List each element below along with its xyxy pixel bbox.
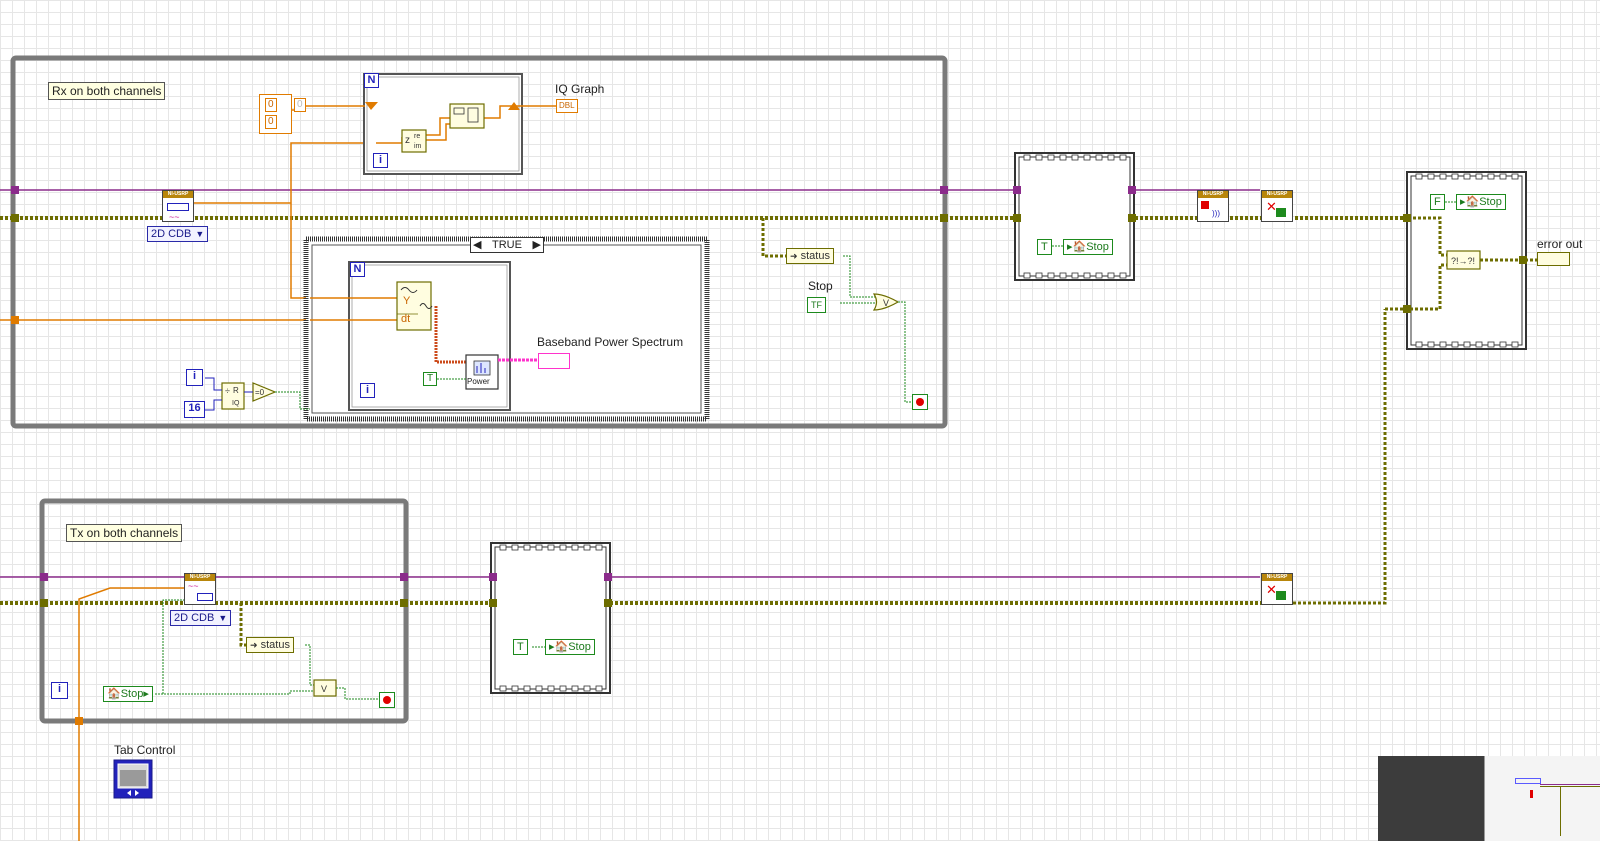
waveform-wire[interactable] xyxy=(434,306,466,364)
iq-graph-terminal[interactable]: DBL xyxy=(556,99,578,113)
tx-usrp-header: NI-USRP xyxy=(185,574,215,581)
merge-error-wire-2[interactable] xyxy=(1385,263,1447,311)
tab-control-label: Tab Control xyxy=(114,743,176,757)
svg-text:V: V xyxy=(321,684,327,694)
rx-mid-true-constant[interactable]: T xyxy=(1037,239,1052,255)
tx-loop-iter-terminal[interactable]: i xyxy=(51,682,68,699)
navigation-thumbnail[interactable] xyxy=(1484,756,1600,841)
iq-reim-wire[interactable] xyxy=(426,117,450,136)
rx-usrp-header: NI-USRP xyxy=(163,191,193,198)
rx-numeric-branch[interactable] xyxy=(290,142,365,203)
iq-reim-wire2[interactable] xyxy=(426,123,450,141)
tx-stop-local-read[interactable]: 🏠Stop▸ xyxy=(103,686,153,702)
merge-error-wire-1[interactable] xyxy=(1403,216,1447,257)
svg-text:z: z xyxy=(405,135,410,146)
svg-text:im: im xyxy=(414,143,422,150)
rx-usrp-fetch-node[interactable]: NI-USRP ~~ xyxy=(162,190,194,222)
iq-loop-count-terminal[interactable]: N xyxy=(364,73,379,88)
waveform-dt-label: dt xyxy=(401,313,411,325)
svg-text:V: V xyxy=(883,298,889,308)
iq-loop-iter-terminal[interactable]: i xyxy=(373,153,388,168)
tx-status-unbundle[interactable]: ➜ status xyxy=(246,637,294,653)
tx-usrp-write-node[interactable]: NI-USRP ~~ xyxy=(184,573,216,605)
array-const-row-0[interactable]: 0 xyxy=(265,98,277,112)
power-node-label: Power xyxy=(467,377,490,386)
rx-status-unbundle[interactable]: ➜ status xyxy=(786,248,834,264)
error-out-label: error out xyxy=(1537,237,1583,251)
rx-usrp-close-header: NI-USRP xyxy=(1262,191,1292,198)
tx-iq-dtype-selector[interactable]: 2D CDB▼ xyxy=(170,610,232,626)
rx-stop-terminal[interactable]: TF xyxy=(807,297,826,313)
tx-usrp-close-node[interactable]: NI-USRP ✕ xyxy=(1261,573,1293,605)
iq-right-tunnel-icon xyxy=(508,102,520,110)
tx-stop-sequence-frame[interactable] xyxy=(490,542,611,694)
tx-loop-stop-condition[interactable] xyxy=(379,692,395,708)
array-index-const[interactable]: 0 xyxy=(294,98,306,112)
final-false-constant[interactable]: F xyxy=(1430,194,1445,210)
tx-mid-stop-local[interactable]: ▸🏠Stop xyxy=(545,639,595,655)
svg-text:IQ: IQ xyxy=(232,400,240,407)
waveform-y-label: Y xyxy=(403,295,411,307)
rx-usrp-close-node[interactable]: NI-USRP ✕ xyxy=(1261,190,1293,222)
or-gate-node[interactable] xyxy=(872,293,900,311)
rx-stop-label: Stop xyxy=(808,279,833,293)
power-true-constant[interactable]: T xyxy=(423,372,438,386)
spectrum-terminal[interactable] xyxy=(538,353,570,369)
error-out-terminal[interactable] xyxy=(1537,252,1570,266)
build-waveform-node[interactable] xyxy=(396,281,432,331)
rx-iq-dtype-selector[interactable]: 2D CDB▼ xyxy=(147,226,209,242)
spectrum-loop-count-terminal[interactable]: N xyxy=(350,262,365,277)
rx-loop-iter-terminal[interactable]: i xyxy=(186,369,203,386)
usrp-abort-header: NI-USRP xyxy=(1198,191,1228,198)
final-stop-local[interactable]: ▸🏠Stop xyxy=(1456,194,1506,210)
const-16[interactable]: 16 xyxy=(184,401,205,418)
svg-text:re: re xyxy=(414,133,420,140)
case-selector[interactable]: ◀TRUE▶ xyxy=(470,237,544,253)
usrp-abort-node[interactable]: NI-USRP ))) xyxy=(1197,190,1229,222)
spectrum-loop-iter-terminal[interactable]: i xyxy=(360,383,375,398)
tx-comment: Tx on both channels xyxy=(66,524,183,542)
iq-out-wire[interactable] xyxy=(483,105,556,119)
iq-for-loop[interactable] xyxy=(363,73,523,175)
rx-stop-sequence-frame[interactable] xyxy=(1014,152,1135,281)
array-const-row-1[interactable]: 0 xyxy=(265,115,277,129)
tx-mid-true-constant[interactable]: T xyxy=(513,639,528,655)
rx-loop-stop-condition[interactable] xyxy=(912,394,928,410)
rx-mid-stop-local[interactable]: ▸🏠Stop xyxy=(1063,239,1113,255)
rx-comment: Rx on both channels xyxy=(48,82,166,100)
tx-while-loop[interactable] xyxy=(39,498,409,724)
iq-left-tunnel-icon xyxy=(365,102,378,110)
re-im-to-complex-node[interactable] xyxy=(401,129,427,153)
rx-while-loop[interactable] xyxy=(10,55,948,429)
tx-usrp-close-header: NI-USRP xyxy=(1262,574,1292,581)
build-array-node[interactable] xyxy=(449,103,485,129)
svg-text:?!→?!: ?!→?! xyxy=(1451,256,1475,266)
svg-text:=0: =0 xyxy=(255,388,265,397)
svg-text:R: R xyxy=(233,386,239,395)
tx-status-branch[interactable] xyxy=(239,603,246,647)
svg-text:÷: ÷ xyxy=(225,386,230,396)
spectrum-label: Baseband Power Spectrum xyxy=(537,335,684,349)
quotient-remainder-node[interactable] xyxy=(221,382,245,410)
tx-orange-wire[interactable] xyxy=(78,587,184,841)
navigation-thumbnail-backdrop xyxy=(1378,756,1484,841)
status-branch-wire[interactable] xyxy=(761,218,786,258)
tx-error-to-final-wire[interactable] xyxy=(1293,309,1387,605)
iq-graph-label: IQ Graph xyxy=(555,82,605,96)
